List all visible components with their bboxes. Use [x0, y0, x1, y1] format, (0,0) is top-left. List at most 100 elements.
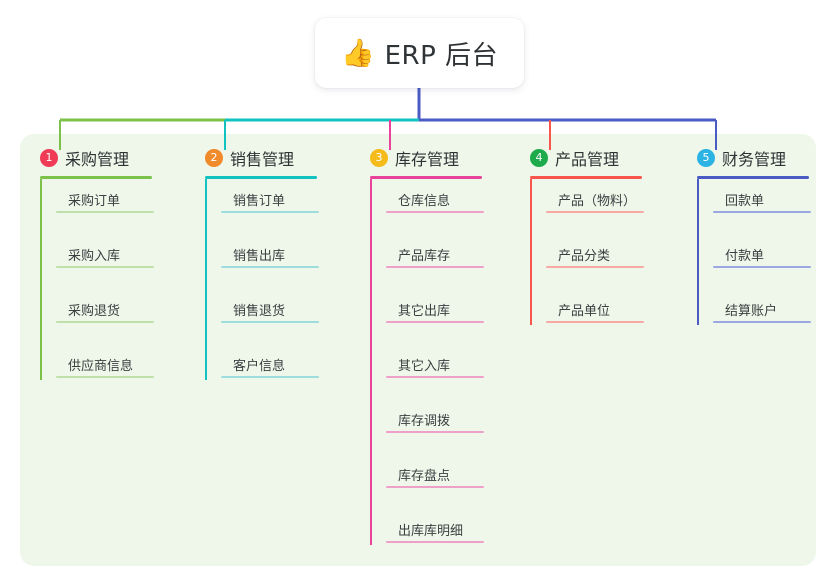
branch-header-3[interactable]: 3 库存管理	[370, 146, 482, 170]
branch-column-5: 5 财务管理回款单付款单结算账户	[697, 146, 811, 325]
leaf-underline	[386, 266, 484, 268]
leaf-item[interactable]: 产品单位	[546, 287, 644, 323]
leaf-item[interactable]: 出库库明细	[386, 507, 484, 543]
leaf-item[interactable]: 产品库存	[386, 232, 484, 268]
leaf-underline	[713, 266, 811, 268]
root-node[interactable]: 👍 ERP 后台	[315, 18, 524, 88]
leaf-item[interactable]: 结算账户	[713, 287, 811, 323]
leaf-item[interactable]: 采购入库	[56, 232, 154, 268]
leaf-list: 回款单付款单结算账户	[697, 177, 811, 325]
leaf-label: 库存盘点	[398, 469, 451, 484]
leaf-underline	[386, 376, 484, 378]
branch-number-badge: 3	[370, 149, 388, 167]
leaf-label: 产品（物料）	[558, 194, 637, 209]
leaf-label: 客户信息	[233, 359, 286, 374]
leaf-underline	[713, 211, 811, 213]
branch-underline	[40, 176, 152, 179]
leaf-item[interactable]: 库存调拨	[386, 397, 484, 433]
branch-number-badge: 4	[530, 149, 548, 167]
leaf-item[interactable]: 采购订单	[56, 177, 154, 213]
leaf-label: 销售订单	[233, 194, 286, 209]
branch-column-3: 3 库存管理仓库信息产品库存其它出库其它入库库存调拨库存盘点出库库明细	[370, 146, 484, 545]
branch-header-4[interactable]: 4 产品管理	[530, 146, 642, 170]
leaf-item[interactable]: 回款单	[713, 177, 811, 213]
leaf-underline	[386, 211, 484, 213]
branch-number-badge: 2	[205, 149, 223, 167]
leaf-underline	[56, 376, 154, 378]
leaf-underline	[546, 211, 644, 213]
branch-title: 库存管理	[395, 150, 460, 169]
leaf-underline	[546, 321, 644, 323]
branch-underline	[370, 176, 482, 179]
branch-underline	[530, 176, 642, 179]
leaf-spine	[697, 179, 699, 325]
leaf-underline	[713, 321, 811, 323]
leaf-label: 回款单	[725, 194, 765, 209]
leaf-label: 产品分类	[558, 249, 611, 264]
leaf-spine	[40, 179, 42, 380]
branch-column-2: 2 销售管理销售订单销售出库销售退货客户信息	[205, 146, 319, 380]
leaf-list: 销售订单销售出库销售退货客户信息	[205, 177, 319, 380]
leaf-label: 采购入库	[68, 249, 121, 264]
branch-title: 销售管理	[230, 150, 295, 169]
leaf-label: 库存调拨	[398, 414, 451, 429]
thumbs-up-icon: 👍	[340, 37, 375, 69]
leaf-item[interactable]: 产品分类	[546, 232, 644, 268]
branch-title: 财务管理	[722, 150, 787, 169]
leaf-underline	[386, 431, 484, 433]
branch-number-badge: 5	[697, 149, 715, 167]
leaf-list: 采购订单采购入库采购退货供应商信息	[40, 177, 154, 380]
leaf-item[interactable]: 销售订单	[221, 177, 319, 213]
leaf-label: 结算账户	[725, 304, 778, 319]
leaf-label: 销售出库	[233, 249, 286, 264]
branch-title: 产品管理	[555, 150, 620, 169]
page-title: ERP 后台	[384, 40, 499, 71]
leaf-list: 仓库信息产品库存其它出库其它入库库存调拨库存盘点出库库明细	[370, 177, 484, 545]
leaf-underline	[56, 211, 154, 213]
leaf-spine	[530, 179, 532, 325]
leaf-label: 出库库明细	[398, 524, 464, 539]
root-node-content: 👍 ERP 后台	[341, 35, 498, 72]
leaf-underline	[386, 541, 484, 543]
branch-column-4: 4 产品管理产品（物料） 产品分类产品单位	[530, 146, 644, 325]
leaf-underline	[386, 321, 484, 323]
leaf-list: 产品（物料） 产品分类产品单位	[530, 177, 644, 325]
leaf-label: 其它入库	[398, 359, 451, 374]
leaf-item[interactable]: 其它入库	[386, 342, 484, 378]
branch-header-5[interactable]: 5 财务管理	[697, 146, 809, 170]
leaf-spine	[370, 179, 372, 545]
leaf-item[interactable]: 销售退货	[221, 287, 319, 323]
leaf-label: 采购订单	[68, 194, 121, 209]
leaf-spine	[205, 179, 207, 380]
leaf-item[interactable]: 付款单	[713, 232, 811, 268]
leaf-label: 付款单	[725, 249, 765, 264]
branch-underline	[205, 176, 317, 179]
diagram-panel	[20, 134, 816, 566]
leaf-underline	[386, 486, 484, 488]
leaf-item[interactable]: 供应商信息	[56, 342, 154, 378]
leaf-label: 产品库存	[398, 249, 451, 264]
leaf-label: 仓库信息	[398, 194, 451, 209]
leaf-item[interactable]: 仓库信息	[386, 177, 484, 213]
branch-underline	[697, 176, 809, 179]
leaf-item[interactable]: 产品（物料）	[546, 177, 644, 213]
leaf-underline	[56, 266, 154, 268]
leaf-underline	[221, 266, 319, 268]
leaf-item[interactable]: 采购退货	[56, 287, 154, 323]
leaf-item[interactable]: 客户信息	[221, 342, 319, 378]
branch-number-badge: 1	[40, 149, 58, 167]
branch-header-2[interactable]: 2 销售管理	[205, 146, 317, 170]
leaf-label: 其它出库	[398, 304, 451, 319]
leaf-label: 供应商信息	[68, 359, 134, 374]
leaf-underline	[546, 266, 644, 268]
leaf-label: 产品单位	[558, 304, 611, 319]
leaf-item[interactable]: 其它出库	[386, 287, 484, 323]
leaf-item[interactable]: 库存盘点	[386, 452, 484, 488]
leaf-underline	[221, 376, 319, 378]
leaf-underline	[221, 321, 319, 323]
leaf-item[interactable]: 销售出库	[221, 232, 319, 268]
